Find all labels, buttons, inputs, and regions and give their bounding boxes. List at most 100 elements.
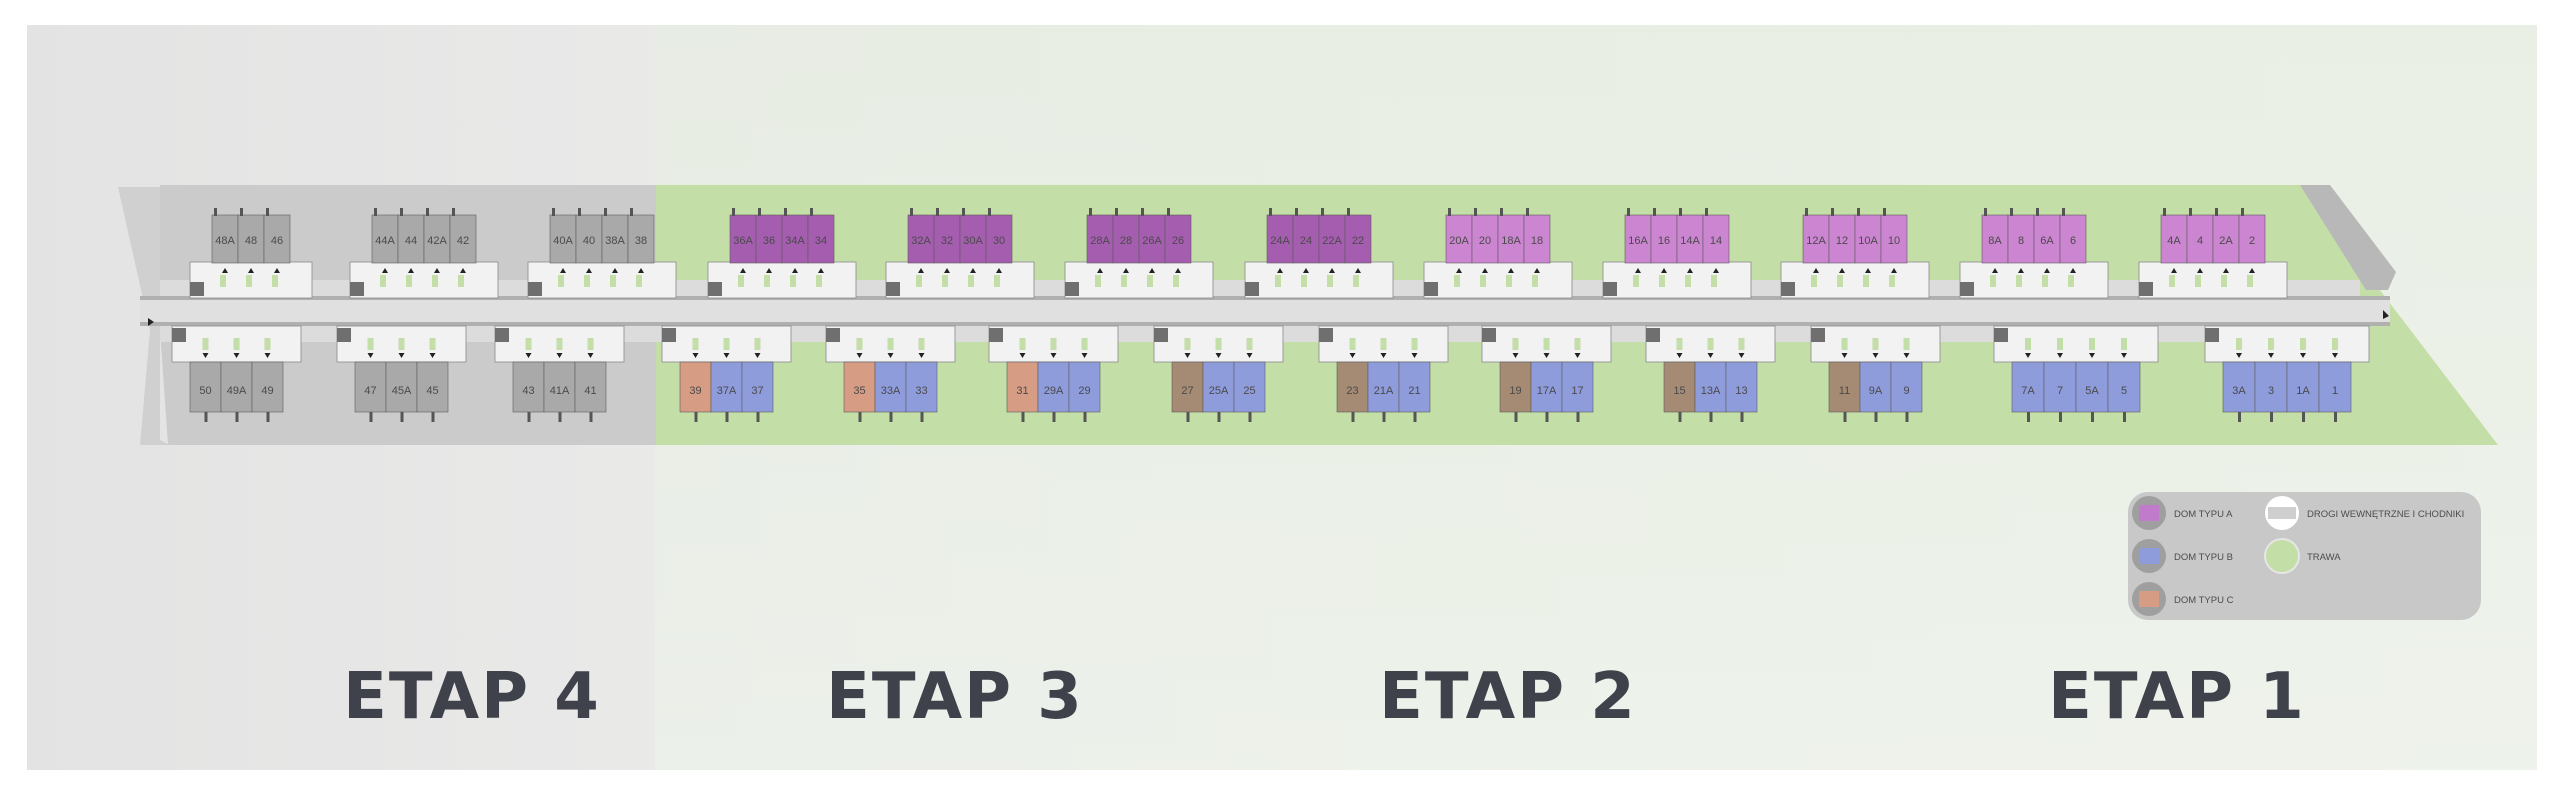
house-unit[interactable]: 15 — [1663, 338, 1696, 422]
house-unit[interactable]: 41A — [543, 338, 576, 422]
house-unit[interactable]: 40A — [549, 208, 577, 287]
house-unit[interactable]: 21 — [1398, 338, 1431, 422]
house-unit[interactable]: 13A — [1694, 338, 1727, 422]
house-unit[interactable]: 36 — [755, 208, 783, 287]
entrance-arrow-icon — [1872, 353, 1879, 358]
house-unit[interactable]: 17 — [1561, 338, 1594, 422]
house-unit[interactable]: 3 — [2254, 338, 2288, 422]
house-unit[interactable]: 5 — [2107, 338, 2141, 422]
house-unit[interactable]: 8 — [2007, 208, 2035, 287]
house-unit[interactable]: 34A — [781, 208, 809, 287]
house-unit[interactable]: 9 — [1890, 338, 1923, 422]
garden-strip — [2332, 338, 2338, 350]
house-unit[interactable]: 3A — [2222, 338, 2256, 422]
house-unit[interactable]: 29 — [1068, 338, 1101, 422]
house-unit[interactable]: 27 — [1171, 338, 1204, 422]
house-unit[interactable]: 12 — [1828, 208, 1856, 287]
house-unit[interactable]: 47 — [354, 338, 387, 422]
house-unit[interactable]: 45A — [385, 338, 418, 422]
house-unit[interactable]: 45 — [416, 338, 449, 422]
chimney — [214, 208, 217, 216]
house-unit[interactable]: 20 — [1471, 208, 1499, 287]
house-unit[interactable]: 12A — [1802, 208, 1830, 287]
house-unit[interactable]: 5A — [2075, 338, 2109, 422]
house-unit[interactable]: 46 — [263, 208, 291, 287]
house-unit[interactable]: 18A — [1497, 208, 1525, 287]
house-unit[interactable]: 9A — [1859, 338, 1892, 422]
house-unit[interactable]: 17A — [1530, 338, 1563, 422]
house-unit[interactable]: 37 — [741, 338, 774, 422]
house-unit[interactable]: 10 — [1880, 208, 1908, 287]
house-unit[interactable]: 28 — [1112, 208, 1140, 287]
house-unit[interactable]: 25 — [1233, 338, 1266, 422]
house-unit[interactable]: 25A — [1202, 338, 1235, 422]
house-unit[interactable]: 31 — [1006, 338, 1039, 422]
house-unit[interactable]: 24A — [1266, 208, 1294, 287]
house-unit[interactable]: 49 — [251, 338, 284, 422]
house-unit[interactable]: 22A — [1318, 208, 1346, 287]
house-unit[interactable]: 36A — [729, 208, 757, 287]
house-unit[interactable]: 42 — [449, 208, 477, 287]
house-unit[interactable]: 26A — [1138, 208, 1166, 287]
house-unit[interactable]: 26 — [1164, 208, 1192, 287]
unit-number: 20A — [1449, 235, 1469, 247]
entrance-arrow-icon — [233, 353, 240, 358]
house-unit[interactable]: 21A — [1367, 338, 1400, 422]
house-unit[interactable]: 16 — [1650, 208, 1678, 287]
house-unit[interactable]: 7 — [2043, 338, 2077, 422]
house-unit[interactable]: 4 — [2186, 208, 2214, 287]
house-unit[interactable]: 30A — [959, 208, 987, 287]
house-unit[interactable]: 48A — [211, 208, 239, 287]
house-unit[interactable]: 20A — [1445, 208, 1473, 287]
house-unit[interactable]: 38 — [627, 208, 655, 287]
house-unit[interactable]: 14 — [1702, 208, 1730, 287]
house-footprint — [189, 361, 222, 413]
house-unit[interactable]: 14A — [1676, 208, 1704, 287]
garden-strip — [202, 338, 209, 350]
house-unit[interactable]: 44A — [371, 208, 399, 287]
house-unit[interactable]: 11 — [1828, 338, 1861, 422]
house-unit[interactable]: 10A — [1854, 208, 1882, 287]
garden-strip — [1121, 275, 1127, 287]
house-unit[interactable]: 7A — [2011, 338, 2045, 422]
house-unit[interactable]: 19 — [1499, 338, 1532, 422]
house-unit[interactable]: 32 — [933, 208, 961, 287]
parking-space — [495, 328, 509, 342]
house-unit[interactable]: 2A — [2212, 208, 2240, 287]
chimney — [1321, 208, 1324, 216]
house-unit[interactable]: 37A — [710, 338, 743, 422]
house-unit[interactable]: 40 — [575, 208, 603, 287]
house-unit[interactable]: 6 — [2059, 208, 2087, 287]
house-unit[interactable]: 44 — [397, 208, 425, 287]
house-unit[interactable]: 2 — [2238, 208, 2266, 287]
diagonal-road — [2300, 185, 2396, 290]
house-unit[interactable]: 24 — [1292, 208, 1320, 287]
house-unit[interactable]: 30 — [985, 208, 1013, 287]
house-unit[interactable]: 41 — [574, 338, 607, 422]
house-unit[interactable]: 33 — [905, 338, 938, 422]
house-unit[interactable]: 13 — [1725, 338, 1758, 422]
house-unit[interactable]: 43 — [512, 338, 545, 422]
house-unit[interactable]: 29A — [1037, 338, 1070, 422]
house-unit[interactable]: 8A — [1981, 208, 2009, 287]
house-unit[interactable]: 38A — [601, 208, 629, 287]
house-unit[interactable]: 28A — [1086, 208, 1114, 287]
house-unit[interactable]: 23 — [1336, 338, 1369, 422]
house-unit[interactable]: 42A — [423, 208, 451, 287]
house-unit[interactable]: 33A — [874, 338, 907, 422]
house-unit[interactable]: 50 — [189, 338, 222, 422]
house-unit[interactable]: 35 — [843, 338, 876, 422]
house-unit[interactable]: 6A — [2033, 208, 2061, 287]
unit-number: 6A — [2040, 235, 2054, 247]
house-unit[interactable]: 39 — [679, 338, 712, 422]
house-unit[interactable]: 34 — [807, 208, 835, 287]
house-unit[interactable]: 4A — [2160, 208, 2188, 287]
house-unit[interactable]: 22 — [1344, 208, 1372, 287]
house-unit[interactable]: 48 — [237, 208, 265, 287]
house-unit[interactable]: 18 — [1523, 208, 1551, 287]
house-unit[interactable]: 49A — [220, 338, 253, 422]
house-unit[interactable]: 1 — [2318, 338, 2352, 422]
house-unit[interactable]: 32A — [907, 208, 935, 287]
entrance-arrow-icon — [754, 353, 761, 358]
